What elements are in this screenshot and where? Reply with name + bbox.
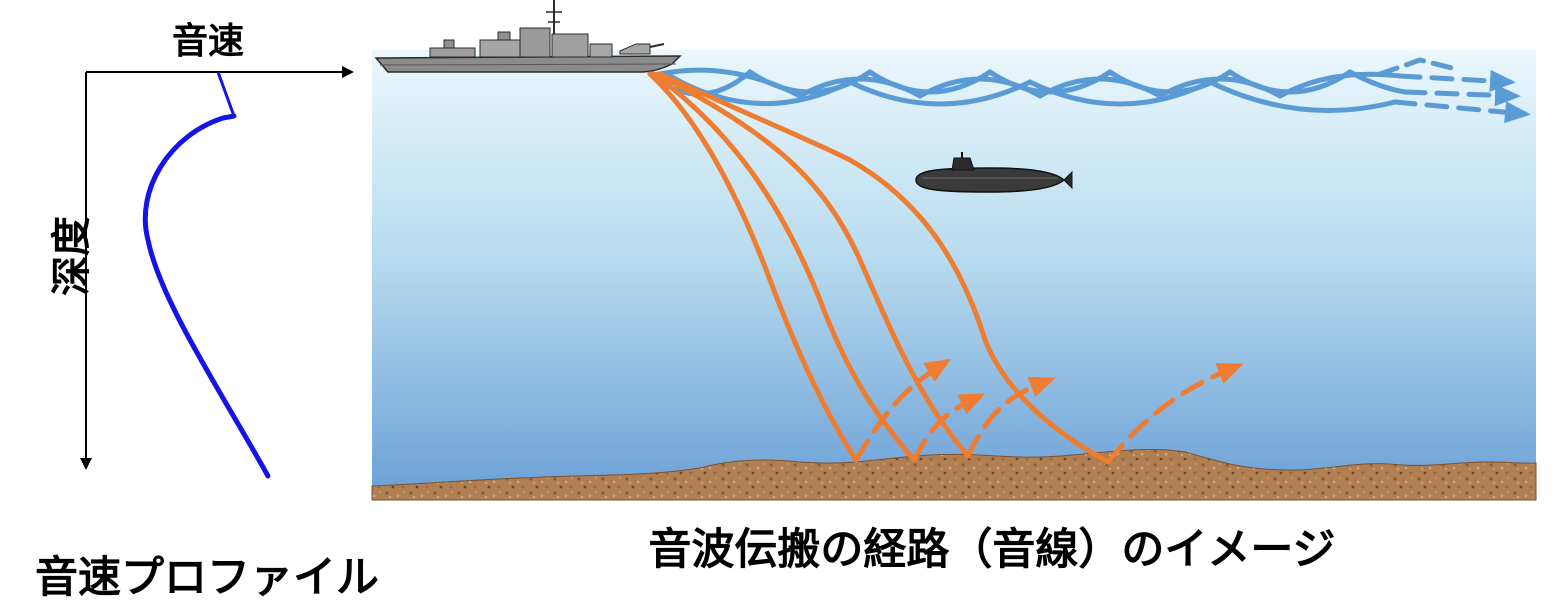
submarine-sail bbox=[951, 157, 975, 171]
reflected-ray-1 bbox=[853, 358, 952, 463]
surface-ray-2 bbox=[657, 67, 1403, 99]
seabed bbox=[371, 448, 1537, 501]
propagation-scene: 音波伝搬の経路（音線）のイメージ bbox=[371, 0, 1537, 575]
sound-speed-curve bbox=[142, 113, 271, 479]
propagation-caption: 音波伝搬の経路（音線）のイメージ bbox=[648, 525, 1335, 575]
bottom-bounce-rays bbox=[647, 71, 1244, 465]
submarine-hull bbox=[915, 167, 1066, 193]
reflected-ray-3 bbox=[965, 376, 1056, 459]
profile-caption: 音速プロファイル bbox=[35, 553, 379, 603]
surface-ray-4-continuation bbox=[1377, 57, 1463, 77]
surface-ray-3-continuation bbox=[1392, 99, 1531, 124]
destroyer-ship bbox=[374, 0, 682, 73]
bottom-ray-1 bbox=[647, 71, 859, 463]
surface-ray-1-continuation bbox=[1397, 69, 1516, 92]
depth-axis-label: 深度 bbox=[49, 216, 95, 296]
bottom-ray-3 bbox=[655, 71, 971, 459]
reflected-ray-4 bbox=[1105, 363, 1244, 465]
submarine bbox=[915, 152, 1073, 193]
surface-duct-rays bbox=[647, 57, 1531, 124]
reflected-ray-2 bbox=[911, 393, 986, 463]
surface-layer-speed-line bbox=[216, 71, 236, 117]
water-body bbox=[372, 50, 1536, 500]
surface-ray-3 bbox=[667, 73, 1398, 113]
surface-ray-2-continuation bbox=[1402, 84, 1521, 107]
sound-speed-axis-label: 音速 bbox=[172, 21, 244, 62]
bottom-ray-2 bbox=[651, 71, 917, 463]
bottom-ray-4 bbox=[657, 71, 1111, 465]
sound-speed-profile-panel: 音速 深度 音速プロファイル bbox=[35, 21, 379, 603]
